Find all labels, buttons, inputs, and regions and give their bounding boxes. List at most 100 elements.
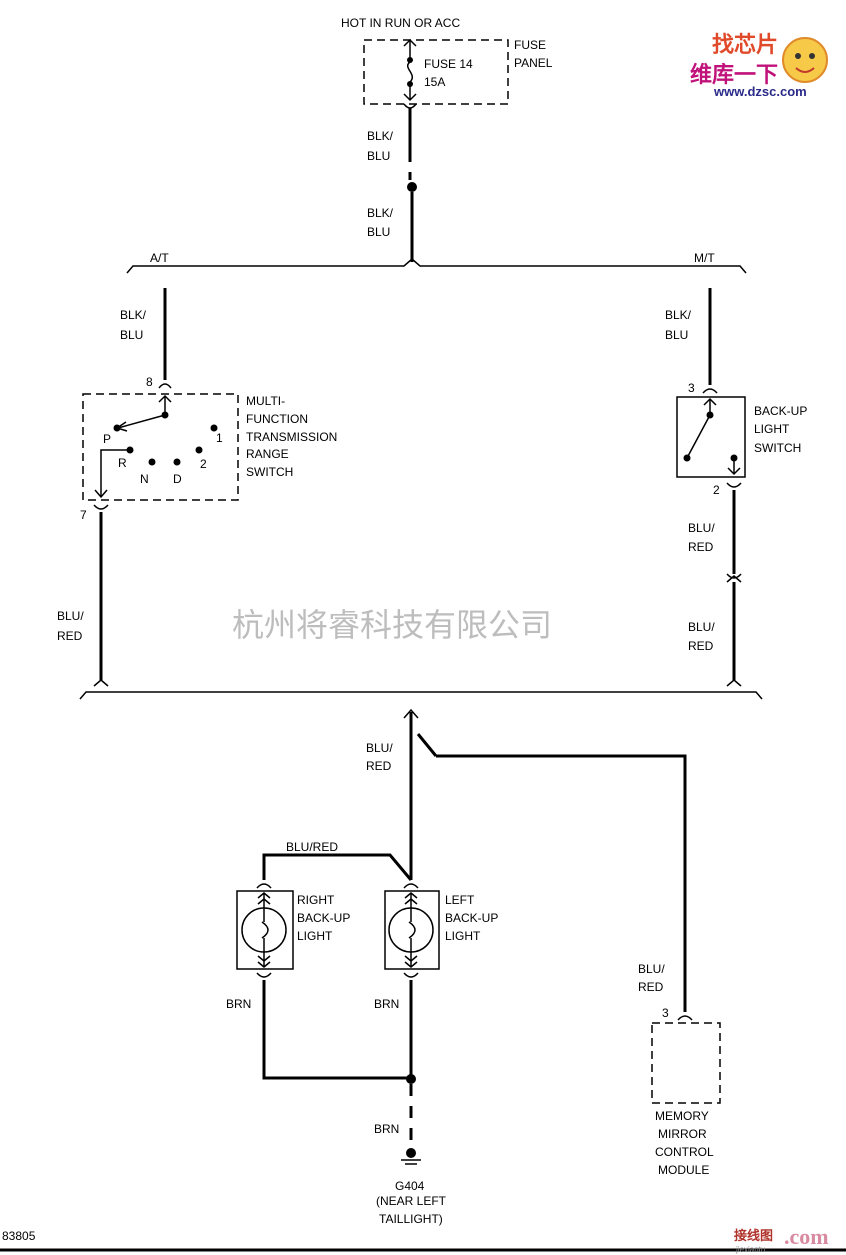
diagram-number: 83805 xyxy=(2,1229,36,1243)
wire-label-blk-1b: BLU xyxy=(367,149,390,163)
wire-label-brn-3: BRN xyxy=(374,1122,399,1136)
mfts-pos-p: P xyxy=(103,432,111,446)
backup-connector-out xyxy=(726,482,742,488)
corner-logo-sub: jiexiantu xyxy=(735,1245,765,1254)
fuse-panel-box xyxy=(363,39,509,105)
splice-ground xyxy=(406,1074,416,1084)
ground-loc-1: (NEAR LEFT xyxy=(376,1194,447,1208)
fuse-panel-label-2: PANEL xyxy=(514,56,553,70)
fuse-rating-label: 15A xyxy=(424,75,445,89)
right-light-conn-bot xyxy=(256,972,272,978)
mirror-label-3: CONTROL xyxy=(655,1145,714,1159)
wire-label-center-b: RED xyxy=(366,759,392,773)
wire-label-center-a: BLU/ xyxy=(366,741,393,755)
wire-right-ground xyxy=(262,980,411,1080)
wire-label-blk-2a: BLK/ xyxy=(367,206,394,220)
wire-label-mt-b: BLU xyxy=(665,328,688,342)
mirror-module-box xyxy=(651,1022,721,1104)
bus-pin-in: 3 xyxy=(688,381,695,395)
wire-label-mirror-a: BLU/ xyxy=(638,962,665,976)
corner-logo-text: 接线图 xyxy=(734,1228,773,1244)
wire-label-at-b: BLU xyxy=(120,328,143,342)
wire-label-right-1a: BLU/ xyxy=(688,521,715,535)
left-light-label-3: LIGHT xyxy=(445,929,481,943)
inline-connector-2 xyxy=(726,575,742,583)
backup-switch-label-1: BACK-UP xyxy=(754,404,807,418)
mfts-label-1: MULTI- xyxy=(246,394,285,408)
right-light-box xyxy=(236,890,294,970)
wire-label-blu-red: BLU/RED xyxy=(286,840,338,854)
mirror-label-2: MIRROR xyxy=(658,1127,707,1141)
right-light-label-3: LIGHT xyxy=(297,929,333,943)
mfts-pos-r: R xyxy=(118,456,127,470)
corner-logo-suffix: .com xyxy=(784,1224,829,1249)
mfts-connector-out xyxy=(93,504,109,510)
dzsc-logo: 找芯片 维库一下 www.dzsc.com xyxy=(690,33,828,99)
right-light-label-2: BACK-UP xyxy=(297,911,350,925)
mfts-label-5: SWITCH xyxy=(246,465,293,479)
bus-line-middle xyxy=(79,691,763,700)
wire-label-left-a: BLU/ xyxy=(57,609,84,623)
branch-line-top xyxy=(126,258,747,274)
mfts-label-3: TRANSMISSION xyxy=(246,430,337,444)
mfts-box xyxy=(82,393,239,501)
mfts-pos-n: N xyxy=(140,472,149,486)
backup-switch-label-2: LIGHT xyxy=(754,422,790,436)
ground-icon xyxy=(401,1148,421,1165)
logo-bottom-text: 维库一下 xyxy=(690,62,778,88)
ground-id: G404 xyxy=(395,1179,425,1193)
wire-label-brn-2: BRN xyxy=(374,997,399,1011)
mfts-pos-1: 1 xyxy=(216,431,223,445)
branch-at-label: A/T xyxy=(150,251,169,265)
right-light-conn-top xyxy=(256,883,272,889)
backup-switch-label-3: SWITCH xyxy=(754,441,801,455)
fuse-panel-label-1: FUSE xyxy=(514,38,546,52)
wire-label-at-a: BLK/ xyxy=(120,308,147,322)
wire-label-mt-a: BLK/ xyxy=(665,308,692,322)
backup-switch-box xyxy=(676,396,746,478)
splice-top xyxy=(407,182,417,192)
mfts-pos-2: 2 xyxy=(200,457,207,471)
mfts-switch-contacts xyxy=(94,394,218,499)
mfts-pin-in: 8 xyxy=(146,375,153,389)
mirror-label-1: MEMORY xyxy=(655,1109,709,1123)
branch-mt-label: M/T xyxy=(694,251,715,265)
wire-label-right-2b: RED xyxy=(688,639,714,653)
fuse-symbol xyxy=(403,38,417,109)
mfts-label-2: FUNCTION xyxy=(246,412,308,426)
right-light-label-1: RIGHT xyxy=(297,893,335,907)
left-light-conn-top xyxy=(403,883,419,889)
arrow-right-bus xyxy=(726,679,742,687)
wire-to-right-light xyxy=(262,853,413,881)
company-watermark: 杭州将睿科技有限公司 xyxy=(232,606,552,644)
backup-pin-out: 2 xyxy=(713,483,720,497)
mfts-pos-d: D xyxy=(173,472,182,486)
left-light-bulb-icon xyxy=(388,892,434,968)
ground-loc-2: TAILLIGHT) xyxy=(379,1212,443,1226)
wire-diag-mirror xyxy=(416,733,438,757)
wire-label-blk-1a: BLK/ xyxy=(367,129,394,143)
right-light-bulb-icon xyxy=(241,892,287,968)
bus-connector-in xyxy=(702,388,718,394)
wire-label-blk-2b: BLU xyxy=(367,225,390,239)
left-light-conn-bot xyxy=(403,972,419,978)
mfts-connector-in xyxy=(158,383,172,389)
logo-url: www.dzsc.com xyxy=(713,84,807,99)
wire-label-brn-1: BRN xyxy=(226,997,251,1011)
arrow-left-bus xyxy=(93,679,109,687)
mfts-label-4: RANGE xyxy=(246,447,289,461)
mirror-connector xyxy=(677,1015,693,1021)
bus-connector-down xyxy=(403,708,419,719)
power-source-label: HOT IN RUN OR ACC xyxy=(341,16,460,30)
mfts-pin-out: 7 xyxy=(80,508,87,522)
left-light-box xyxy=(384,890,440,970)
mirror-pin: 3 xyxy=(662,1006,669,1020)
wire-label-right-2a: BLU/ xyxy=(688,620,715,634)
wire-label-mirror-b: RED xyxy=(638,980,664,994)
jiexiantu-logo: 接线图 .com jiexiantu xyxy=(734,1224,829,1254)
wire-label-left-b: RED xyxy=(57,629,83,643)
left-light-label-2: BACK-UP xyxy=(445,911,498,925)
left-light-label-1: LEFT xyxy=(445,893,475,907)
backup-switch-contacts xyxy=(683,397,741,476)
